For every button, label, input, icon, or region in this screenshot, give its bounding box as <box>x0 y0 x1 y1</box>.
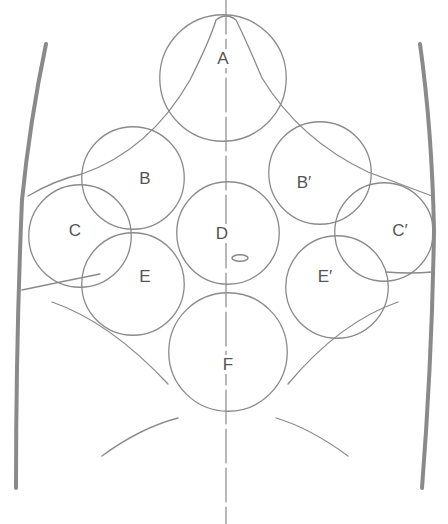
region-circle-outline <box>286 236 389 339</box>
region-circle-outline <box>177 182 280 285</box>
region-letter: D <box>214 224 230 243</box>
region-circle-outline <box>269 122 372 225</box>
groin-line <box>102 418 178 456</box>
region-letter: E <box>137 267 152 286</box>
flank-line <box>386 272 432 273</box>
region-letter: C′ <box>390 221 409 240</box>
region-circle-outline <box>160 15 287 142</box>
region-outline <box>81 232 185 336</box>
region-circle-outline <box>82 233 185 336</box>
region-outline <box>159 14 287 142</box>
region-circle: B′ <box>268 121 372 225</box>
region-outline <box>285 235 389 339</box>
region-letter: C <box>67 221 83 240</box>
region-circle-outline <box>82 127 185 230</box>
body-contour <box>420 44 434 488</box>
flank-line <box>22 274 100 290</box>
region-letter: F <box>221 355 235 374</box>
groin-line <box>276 418 348 456</box>
region-letter: B′ <box>295 173 314 192</box>
body-contour <box>16 44 46 488</box>
region-letter: B <box>137 169 152 188</box>
region-circle: F <box>168 292 288 412</box>
region-circle: E <box>81 232 185 336</box>
region-letter: E′ <box>316 267 335 286</box>
region-letter: A <box>215 49 230 68</box>
region-outline <box>81 126 185 230</box>
inguinal-line <box>52 302 168 384</box>
region-circle: A <box>159 14 287 142</box>
inguinal-line <box>288 302 398 384</box>
region-circle: D <box>176 181 280 285</box>
navel <box>232 255 248 261</box>
region-outline <box>268 121 372 225</box>
region-circle-outline <box>169 293 288 412</box>
region-circle: B <box>81 126 185 230</box>
region-circle: E′ <box>285 235 389 339</box>
region-outline <box>168 292 288 412</box>
midline <box>225 0 226 524</box>
